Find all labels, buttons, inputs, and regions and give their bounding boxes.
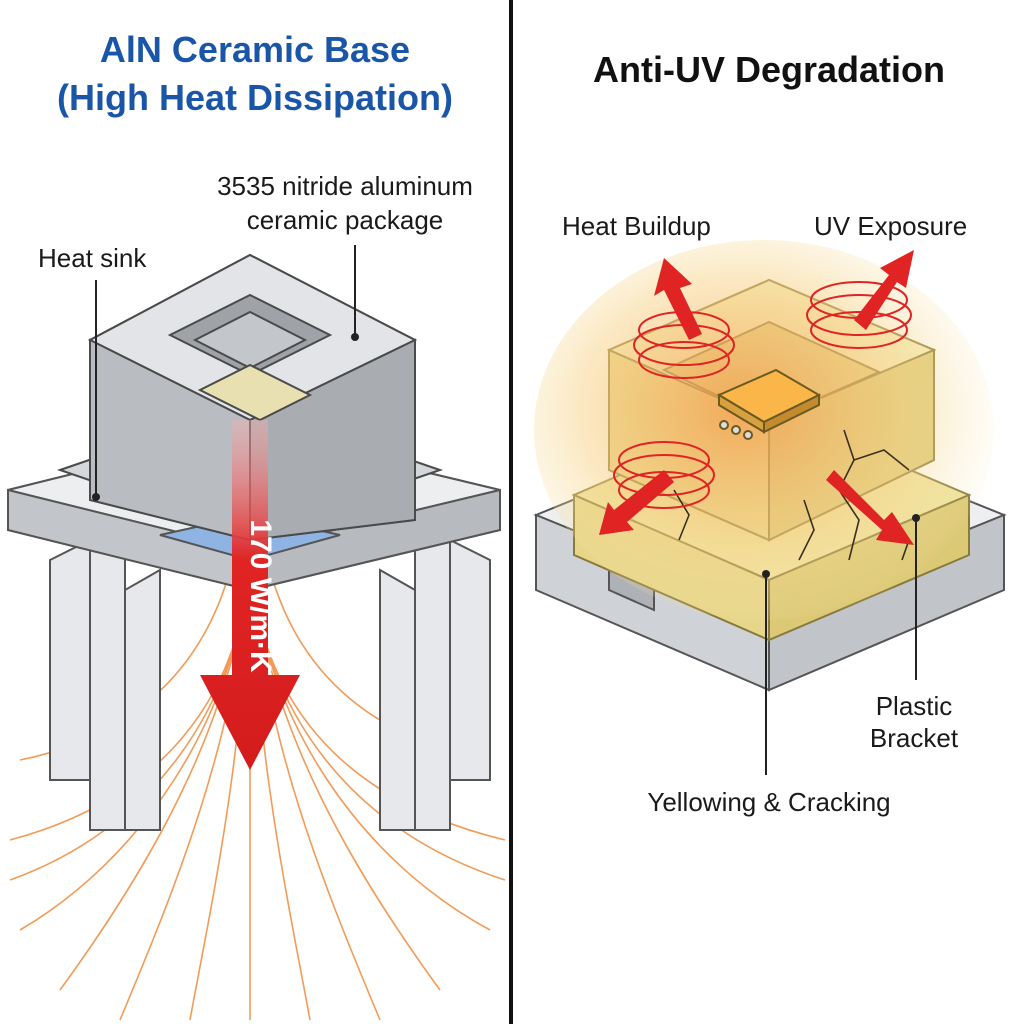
bracket-leader-dot <box>912 514 920 522</box>
panel-divider <box>509 0 513 1024</box>
yellowing-leader-dot <box>762 570 770 578</box>
plastic-bracket-illustration <box>533 240 1007 775</box>
right-title: Anti-UV Degradation <box>592 49 945 90</box>
heatsink-leader-dot <box>92 493 100 501</box>
yellowing-cracking-label: Yellowing & Cracking <box>647 787 891 817</box>
left-title-line2: (High Heat Dissipation) <box>56 77 454 118</box>
heat-sink-label: Heat sink <box>38 243 147 273</box>
right-leader-lines <box>765 520 917 775</box>
plastic-bracket-label-line1: Plastic <box>875 691 953 721</box>
package-label-line2: ceramic package <box>246 205 444 235</box>
aln-ceramic-panel: AlN Ceramic Base (High Heat Dissipation)… <box>0 0 510 1024</box>
heat-buildup-label: Heat Buildup <box>562 211 711 241</box>
uv-exposure-swirl <box>806 281 912 349</box>
conductivity-label: 170 W/m·K <box>244 519 277 673</box>
anti-uv-panel: Anti-UV Degradation Heat Buildup UV Expo… <box>514 0 1024 1024</box>
uv-exposure-label: UV Exposure <box>814 211 968 241</box>
led-chip <box>716 368 822 440</box>
plastic-bracket-label-line2: Bracket <box>869 723 959 753</box>
red-arrows <box>599 250 914 545</box>
heat-sink-fins <box>49 538 491 831</box>
package-leader-dot <box>351 333 359 341</box>
ceramic-package-block <box>56 253 444 542</box>
package-label-line1: 3535 nitride aluminum <box>217 171 473 201</box>
aln-package-illustration <box>7 245 506 1021</box>
left-title-line1: AlN Ceramic Base <box>99 29 411 70</box>
heat-flow-arrow <box>200 420 300 770</box>
leader-lines <box>95 245 356 495</box>
